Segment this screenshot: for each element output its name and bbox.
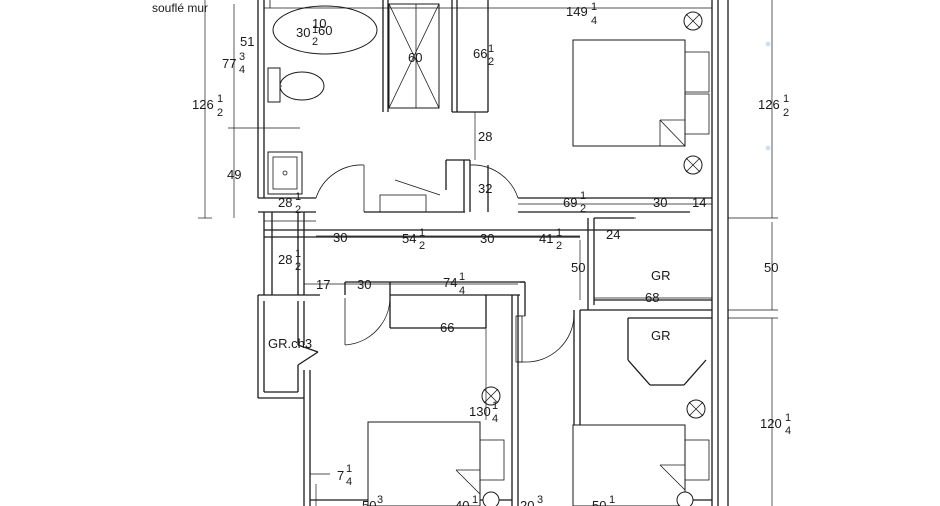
svg-text:1: 1 [591, 1, 597, 13]
dim-77: 77 [222, 56, 236, 71]
bed-lower-right [572, 424, 710, 506]
gr-label-top: GR [651, 268, 671, 283]
bed-lower-left [367, 421, 505, 506]
svg-text:1: 1 [295, 191, 301, 203]
dim-28-half-a: 28 [278, 195, 292, 210]
dim-14: 14 [692, 195, 706, 210]
svg-text:1: 1 [785, 412, 791, 424]
walls [257, 0, 729, 506]
svg-text:2: 2 [556, 240, 562, 252]
svg-text:2: 2 [217, 107, 223, 119]
dim-50-b: 50 [764, 260, 778, 275]
svg-text:4: 4 [492, 413, 498, 425]
svg-text:1: 1 [419, 227, 425, 239]
dim-130: 130 [469, 404, 491, 419]
edge-marks [765, 41, 771, 151]
lamp-icon [683, 11, 703, 31]
doors [315, 164, 575, 363]
dimension-lines [198, 0, 778, 506]
dim-10: 10 [312, 16, 326, 31]
svg-text:4: 4 [346, 476, 352, 488]
dim-69: 69 [563, 195, 577, 210]
lamp-icon [683, 155, 703, 175]
dim-30-hall: 30 [357, 277, 371, 292]
lamp-icon [686, 399, 706, 419]
svg-text:3: 3 [377, 494, 383, 506]
svg-text:2: 2 [419, 240, 425, 252]
dim-28: 28 [478, 129, 492, 144]
dim-126-right: 126 [758, 97, 780, 112]
dim-17: 17 [316, 277, 330, 292]
svg-text:2: 2 [295, 204, 301, 216]
shower [388, 3, 440, 109]
lamp-icon [676, 491, 694, 506]
svg-text:1: 1 [217, 93, 223, 105]
svg-text:2: 2 [783, 107, 789, 119]
gr-ch3-label: GR.ch3 [268, 336, 312, 351]
dim-54: 54 [402, 231, 416, 246]
toilet [267, 67, 325, 103]
dim-51: 51 [240, 34, 254, 49]
svg-text:3: 3 [239, 51, 245, 63]
svg-text:2: 2 [488, 56, 494, 68]
lamp-icon [482, 491, 500, 506]
dim-49: 49 [227, 167, 241, 182]
svg-text:1: 1 [488, 43, 494, 55]
svg-text:1: 1 [580, 190, 586, 202]
dim-30: 30 [296, 25, 310, 40]
dim-66-room: 66 [440, 320, 454, 335]
svg-text:1: 1 [556, 227, 562, 239]
shelves [379, 179, 441, 213]
dim-50-a: 50 [571, 260, 585, 275]
dim-126-left: 126 [192, 97, 214, 112]
dim-41: 41 [539, 231, 553, 246]
dim-30-right: 30 [653, 195, 667, 210]
dim-bottom-b: 40 [455, 498, 469, 506]
svg-text:4: 4 [459, 285, 465, 297]
dim-68: 68 [645, 290, 659, 305]
sink [267, 151, 303, 195]
svg-text:2: 2 [580, 203, 586, 215]
dim-60-tub: 60 [318, 23, 332, 38]
dim-bottom-c: 20 [520, 498, 534, 506]
svg-text:1: 1 [312, 24, 318, 36]
dim-28-half-b: 28 [278, 252, 292, 267]
svg-text:4: 4 [591, 15, 597, 27]
dim-bottom-d: 50 [592, 498, 606, 506]
dim-66: 66 [473, 46, 487, 61]
svg-text:1: 1 [459, 271, 465, 283]
svg-text:1: 1 [295, 248, 301, 260]
dim-149: 149 [566, 4, 588, 19]
svg-text:2: 2 [295, 261, 301, 273]
bathtub [269, 0, 378, 55]
gr-label-bottom: GR [651, 328, 671, 343]
dim-30-center: 30 [480, 231, 494, 246]
souffle-mur-note: souflé mur [152, 1, 208, 15]
dim-bottom-a: 50 [362, 498, 376, 506]
svg-text:3: 3 [537, 494, 543, 506]
dim-30-left: 30 [333, 230, 347, 245]
svg-text:1: 1 [492, 400, 498, 412]
dim-32: 32 [478, 181, 492, 196]
svg-text:2: 2 [312, 36, 318, 48]
svg-text:1: 1 [609, 494, 615, 506]
dim-7: 7 [337, 468, 344, 483]
svg-text:4: 4 [785, 425, 791, 437]
dim-74: 74 [443, 275, 457, 290]
labels: souflé mur 149 1 4 10 30 1 2 60 60 51 77… [152, 1, 791, 506]
svg-text:1: 1 [472, 494, 478, 506]
svg-text:1: 1 [783, 93, 789, 105]
dim-120: 120 [760, 416, 782, 431]
svg-text:1: 1 [346, 463, 352, 475]
bed-top [572, 39, 710, 147]
svg-text:4: 4 [239, 64, 245, 76]
dim-60-shower: 60 [408, 50, 422, 65]
dim-24: 24 [606, 227, 620, 242]
